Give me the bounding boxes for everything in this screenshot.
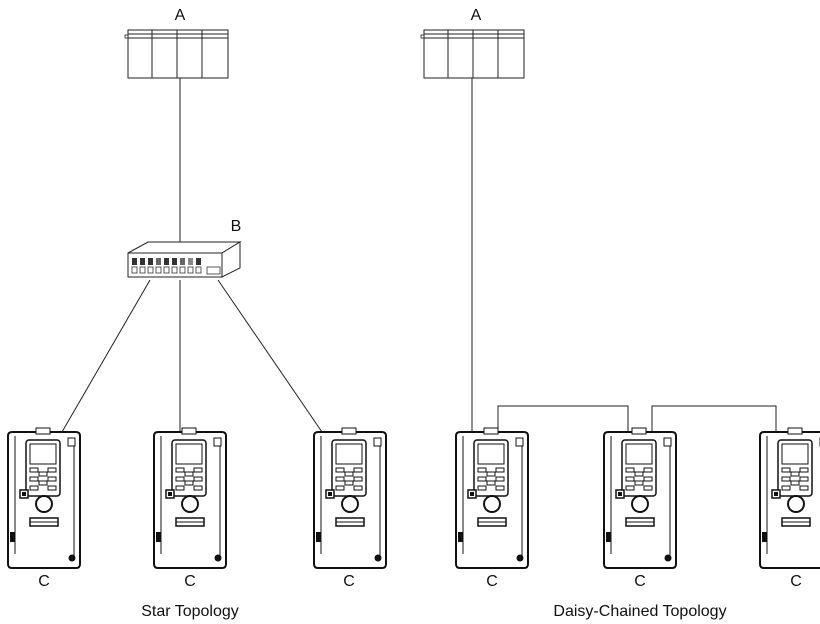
daisy-topology-caption: Daisy-Chained Topology (553, 603, 726, 620)
daisy-chain-link-1 (497, 405, 629, 432)
star-drive-1-label: C (38, 573, 50, 590)
star-drive-1 (7, 427, 81, 569)
star-drive-2 (153, 427, 227, 569)
daisy-controller-label: A (471, 7, 482, 24)
switch-to-drive-1-cable (61, 279, 151, 433)
network-switch (127, 241, 242, 278)
daisy-chain-link-2 (651, 405, 777, 432)
switch-label: B (231, 218, 242, 235)
star-drive-3-label: C (343, 573, 355, 590)
daisy-drive-3 (759, 427, 820, 569)
star-drive-3 (313, 427, 387, 569)
daisy-controller (420, 29, 525, 79)
star-controller (124, 29, 229, 79)
star-topology-caption: Star Topology (141, 603, 239, 620)
daisy-drive-2-label: C (634, 573, 646, 590)
star-controller-label: A (175, 7, 186, 24)
daisy-drive-1 (455, 427, 529, 569)
switch-to-drive-3-cable (217, 279, 323, 433)
star-drive-2-label: C (184, 573, 196, 590)
daisy-drive-2 (603, 427, 677, 569)
daisy-drive-1-label: C (486, 573, 498, 590)
daisy-drive-3-label: C (790, 573, 802, 590)
